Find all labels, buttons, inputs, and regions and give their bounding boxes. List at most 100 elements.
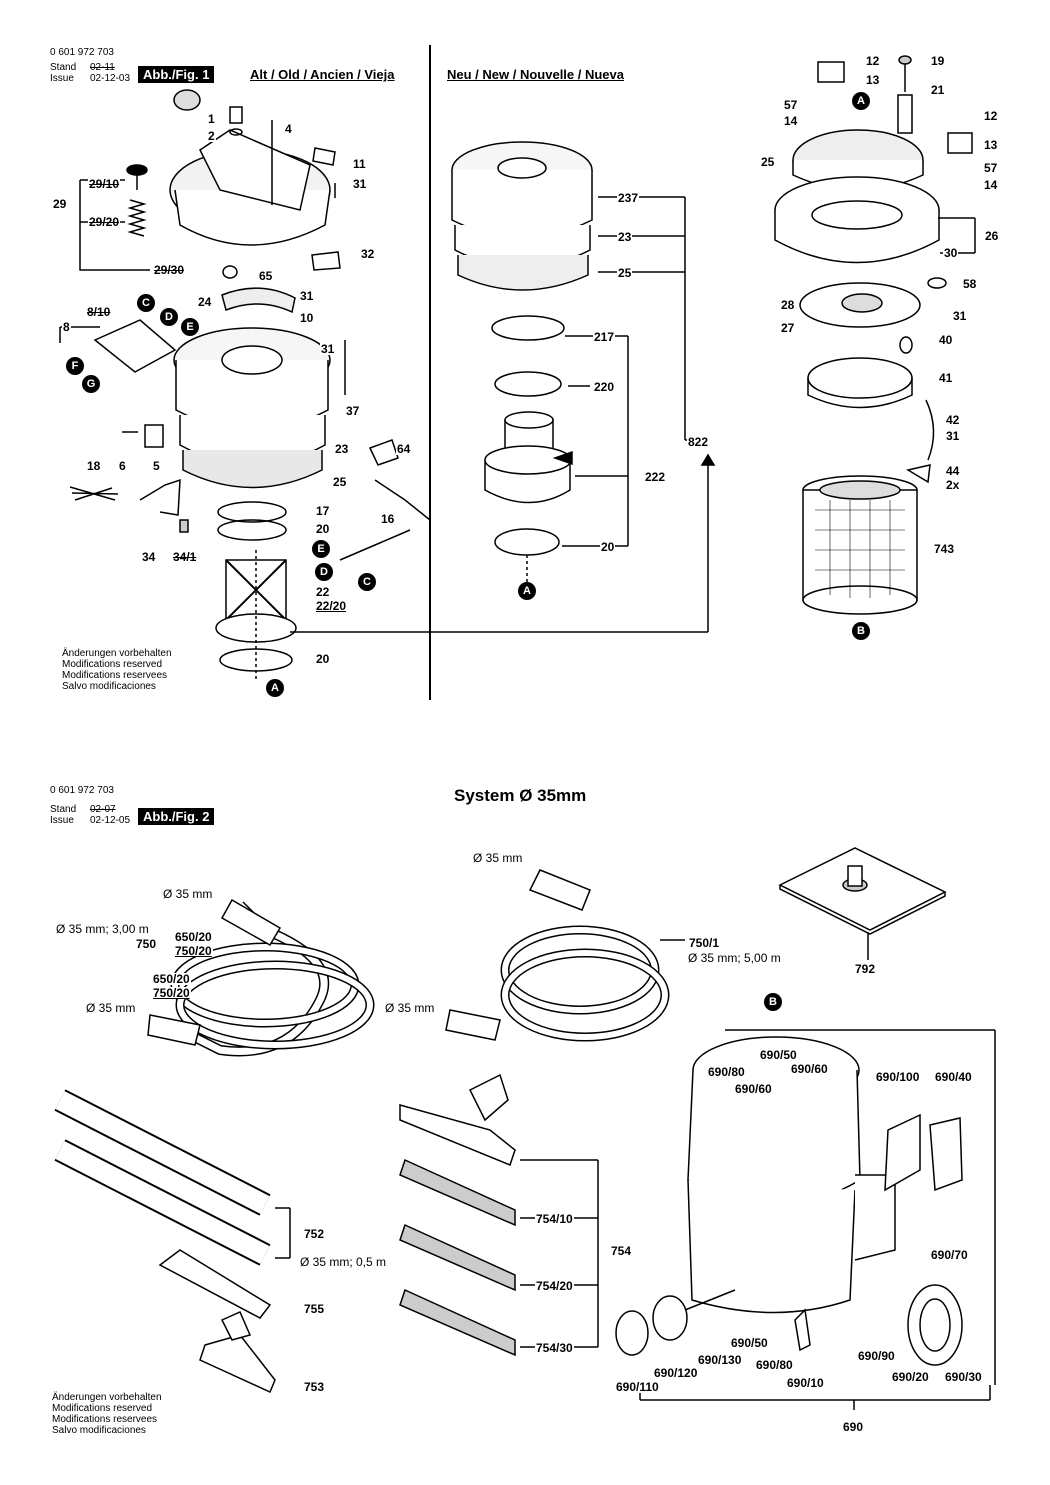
header-new: Neu / New / Nouvelle / Nueva	[447, 67, 624, 82]
callout: 31	[352, 177, 368, 191]
callout: 1	[207, 112, 216, 126]
marker-a: A	[266, 679, 284, 697]
issue-label: Issue	[50, 73, 74, 84]
doc-number: 0 601 972 703	[50, 785, 114, 796]
callout: 44	[945, 464, 961, 478]
callout-qty: 2x	[945, 478, 961, 492]
callout: 222	[644, 470, 667, 484]
note-line: Änderungen vorbehalten	[52, 1392, 162, 1403]
note-line: Änderungen vorbehalten	[62, 648, 172, 659]
marker-d: D	[160, 308, 178, 326]
callout: 25	[617, 266, 633, 280]
callout: 690/20	[891, 1370, 930, 1384]
callout: 690/10	[786, 1376, 825, 1390]
callout: 34	[141, 550, 157, 564]
stand-label: Stand	[50, 804, 77, 815]
callout: 690/50	[759, 1048, 798, 1062]
marker-b: B	[852, 622, 870, 640]
doc-number: 0 601 972 703	[50, 47, 114, 58]
callout: 20	[315, 522, 331, 536]
callout: 690/40	[934, 1070, 973, 1084]
callout: 754/20	[535, 1279, 574, 1293]
note-line: Salvo modificaciones	[52, 1425, 146, 1436]
note-line: Modifications reserved	[52, 1403, 153, 1414]
callout: 31	[320, 342, 336, 356]
callout: 12	[865, 54, 881, 68]
callout: 750	[135, 937, 158, 951]
callout: 690/70	[930, 1248, 969, 1262]
callout: 4	[284, 122, 293, 136]
issue-label: Issue	[50, 815, 74, 826]
callout: 14	[783, 114, 799, 128]
callout: 237	[617, 191, 640, 205]
callout: 37	[345, 404, 361, 418]
marker-c: C	[358, 573, 376, 591]
callout: 26	[984, 229, 1000, 243]
note-line: Modifications reservees	[52, 1414, 158, 1425]
marker-e: E	[181, 318, 199, 336]
callout: 750/20	[152, 986, 191, 1000]
callout: 690/90	[857, 1349, 896, 1363]
callout: 57	[983, 161, 999, 175]
issue-date: 02-12-05	[90, 815, 131, 826]
marker-g: G	[82, 375, 100, 393]
callout: 58	[962, 277, 978, 291]
callout: 25	[332, 475, 348, 489]
issue-date: 02-12-03	[90, 73, 131, 84]
callout: 6	[118, 459, 127, 473]
callout: 40	[938, 333, 954, 347]
callout: 19	[930, 54, 946, 68]
note-line: Modifications reservees	[62, 670, 168, 681]
callout: 20	[600, 540, 616, 554]
callout: 754	[610, 1244, 633, 1258]
callout: 12	[983, 109, 999, 123]
callout: 30	[943, 246, 959, 260]
stand-label: Stand	[50, 62, 77, 73]
callout: 690/80	[707, 1065, 746, 1079]
callout: 13	[983, 138, 999, 152]
callout: 5	[152, 459, 161, 473]
callout: 690/130	[697, 1353, 743, 1367]
callout: 29	[52, 197, 68, 211]
callout: 822	[687, 435, 710, 449]
callout: 792	[854, 962, 877, 976]
marker-f: F	[66, 357, 84, 375]
callout: 31	[945, 429, 961, 443]
callout: 690	[842, 1420, 865, 1434]
callout: 65	[258, 269, 274, 283]
callout: 2	[207, 129, 216, 143]
callout: 22	[315, 585, 331, 599]
callout: 31	[299, 289, 315, 303]
callout: 29/10	[88, 177, 121, 191]
diameter-label: Ø 35 mm	[163, 887, 213, 901]
callout: 8	[62, 320, 71, 334]
callout: 690/30	[944, 1370, 983, 1384]
diameter-label: Ø 35 mm; 0,5 m	[300, 1255, 387, 1269]
figure-label: Abb./Fig. 1	[138, 66, 215, 83]
callout: 42	[945, 413, 961, 427]
marker-d: D	[315, 563, 333, 581]
callout: 690/50	[730, 1336, 769, 1350]
callout: 755	[303, 1302, 326, 1316]
marker-c: C	[137, 294, 155, 312]
callout: 650/20	[152, 972, 191, 986]
callout: 220	[593, 380, 616, 394]
header-old: Alt / Old / Ancien / Vieja	[250, 67, 395, 82]
callout: 32	[360, 247, 376, 261]
diameter-label: Ø 35 mm; 3,00 m	[56, 922, 149, 936]
callout: 11	[352, 157, 367, 171]
callout: 22/20	[315, 599, 348, 613]
note-line: Modifications reserved	[62, 659, 163, 670]
callout: 650/20	[174, 930, 213, 944]
diameter-label: Ø 35 mm	[385, 1001, 435, 1015]
callout: 28	[780, 298, 796, 312]
marker-b: B	[764, 993, 782, 1011]
callout: 21	[930, 83, 946, 97]
callout: 29/20	[88, 215, 121, 229]
callout: 64	[396, 442, 412, 456]
callout: 17	[315, 504, 331, 518]
callout: 13	[865, 73, 881, 87]
callout: 753	[303, 1380, 326, 1394]
callout: 754/10	[535, 1212, 574, 1226]
